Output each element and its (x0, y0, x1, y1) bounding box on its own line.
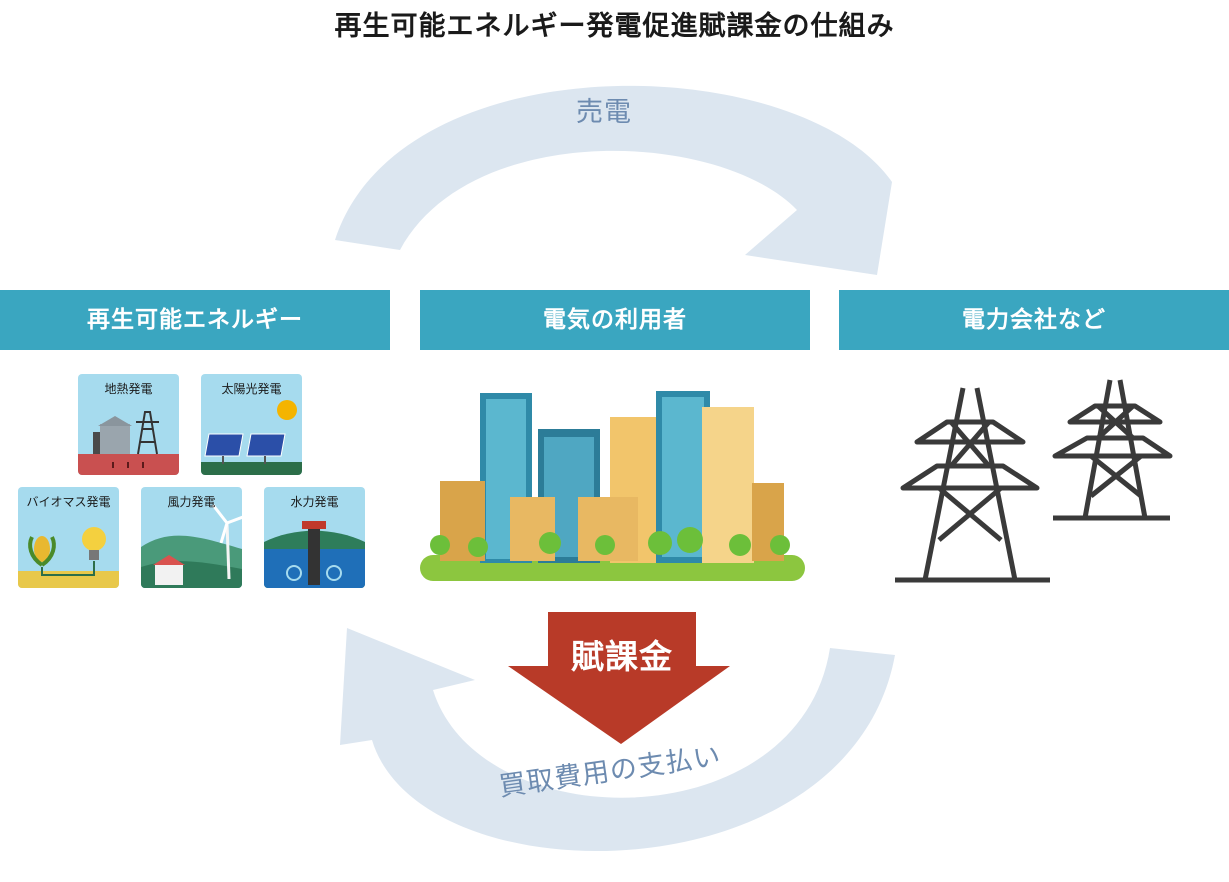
tile-hydro: 水力発電 (264, 487, 365, 588)
tile-wind: 風力発電 (141, 487, 242, 588)
city-buildings-icon (420, 391, 805, 581)
top-arc-arrow (335, 85, 892, 275)
header-users: 電気の利用者 (420, 290, 810, 350)
tile-label: 太陽光発電 (221, 382, 282, 396)
levy-label: 賦課金 (571, 637, 673, 676)
tile-biomass: バイオマス発電 (18, 487, 119, 588)
page-title: 再生可能エネルギー発電促進賦課金の仕組み (334, 11, 895, 42)
header-utilities: 電力会社など (839, 290, 1229, 350)
geothermal-icon (78, 411, 179, 475)
biomass-icon (18, 527, 119, 588)
bottom-arc-arrow (340, 628, 895, 852)
levy-arrow (508, 612, 730, 744)
tile-label: 風力発電 (167, 495, 216, 509)
sell-electricity-label: 売電 (576, 97, 632, 128)
tile-label: 地熱発電 (104, 382, 153, 396)
wind-turbine-icon (141, 504, 242, 588)
hydro-dam-icon (264, 521, 365, 588)
power-tower-icon (895, 379, 1173, 583)
solar-panel-icon (201, 400, 302, 475)
tile-geothermal: 地熱発電 (78, 374, 179, 475)
tile-solar: 太陽光発電 (201, 374, 302, 475)
tile-label: バイオマス発電 (26, 495, 111, 509)
tile-label: 水力発電 (290, 495, 339, 509)
header-renewable: 再生可能エネルギー (0, 290, 390, 350)
